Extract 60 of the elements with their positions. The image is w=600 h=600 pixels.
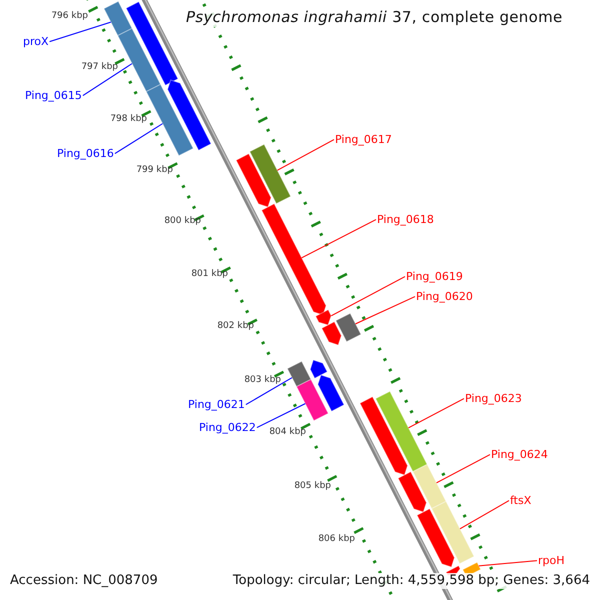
gene-feature xyxy=(236,153,272,208)
leader-line xyxy=(82,63,133,96)
gene-feature xyxy=(321,321,342,346)
scale-label: 800 kbp xyxy=(164,216,201,227)
leader-line xyxy=(355,296,416,324)
gene-feature xyxy=(249,144,292,204)
gene-feature xyxy=(398,471,427,513)
scale-label: 801 kbp xyxy=(191,269,228,280)
gene-feature xyxy=(375,390,428,472)
gene-label: Ping_0622 xyxy=(199,421,256,434)
gene-feature xyxy=(431,500,475,564)
gene-feature xyxy=(412,464,447,510)
scale-label: 797 kbp xyxy=(81,62,118,73)
gene-feature xyxy=(117,28,162,92)
leader-line xyxy=(49,22,112,42)
leader-line xyxy=(478,560,538,566)
leader-line xyxy=(459,500,510,530)
scale-label: 796 kbp xyxy=(51,11,88,22)
gene-label: Ping_0621 xyxy=(188,398,245,412)
gene-label: Ping_0615 xyxy=(25,89,82,102)
accession-text: Accession: NC_008709 xyxy=(8,573,160,589)
gene-label: Ping_0617 xyxy=(335,133,392,146)
scale-label: 802 kbp xyxy=(217,321,254,332)
gene-feature xyxy=(146,84,194,156)
gene-label: ftsX xyxy=(510,494,532,508)
leader-line xyxy=(245,377,293,406)
gene-feature xyxy=(317,374,345,412)
scale-label: 804 kbp xyxy=(269,427,306,438)
gene-feature xyxy=(261,203,327,316)
scale-label: 803 kbp xyxy=(244,375,281,386)
gene-feature xyxy=(103,0,133,36)
gene-label: Ping_0618 xyxy=(377,213,434,226)
gene-feature xyxy=(310,359,328,379)
gene-feature xyxy=(167,79,212,151)
gene-feature xyxy=(335,312,362,342)
gene-feature xyxy=(359,396,408,476)
scale-label: 799 kbp xyxy=(136,165,173,176)
scale-label: 806 kbp xyxy=(318,534,355,545)
gene-label: rpoH xyxy=(538,554,565,568)
leader-line xyxy=(256,403,306,428)
leader-line xyxy=(114,123,164,154)
genome-stats-text: Topology: circular; Length: 4,559,598 bp; Genes: 3,664 xyxy=(230,573,592,589)
scale-label: 798 kbp xyxy=(110,114,147,125)
gene-feature xyxy=(315,309,332,326)
leader-line xyxy=(436,454,490,484)
gene-label: Ping_0620 xyxy=(416,290,473,304)
leader-line xyxy=(301,219,376,258)
gene-feature xyxy=(126,1,179,86)
leader-line xyxy=(330,276,406,316)
gene-feature xyxy=(286,360,312,388)
gene-feature xyxy=(416,508,455,568)
gene-label: Ping_0619 xyxy=(406,270,463,284)
scale-label: 805 kbp xyxy=(294,481,331,492)
leader-line xyxy=(276,139,334,171)
gene-label: Ping_0624 xyxy=(491,448,548,462)
gene-label: proX xyxy=(23,35,49,48)
gene-label: Ping_0623 xyxy=(465,392,522,406)
gene-feature xyxy=(296,378,329,422)
leader-line xyxy=(408,398,464,428)
gene-label: Ping_0616 xyxy=(57,147,114,160)
